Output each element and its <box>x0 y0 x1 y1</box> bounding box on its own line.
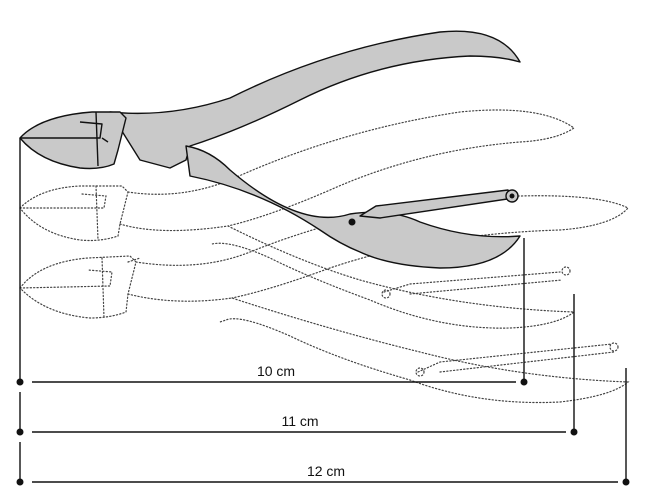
pliers-spring <box>359 189 515 219</box>
pliers-lower-handle <box>185 145 521 269</box>
pliers-upper-handle <box>109 30 521 169</box>
dimension-12cm: 12 cm <box>16 368 630 486</box>
dimension-11cm: 11 cm <box>16 294 578 436</box>
pliers-solid-10cm <box>19 30 521 269</box>
pliers-pivot <box>348 218 356 226</box>
pliers-outline-11cm <box>19 109 576 329</box>
dimension-label-11cm: 11 cm <box>281 413 318 429</box>
pliers-outline-12cm <box>19 195 630 404</box>
dimension-label-12cm: 12 cm <box>307 463 345 479</box>
dimension-label-10cm: 10 cm <box>257 363 295 379</box>
pliers-head <box>19 111 127 170</box>
dimension-10cm: 10 cm <box>16 138 528 386</box>
